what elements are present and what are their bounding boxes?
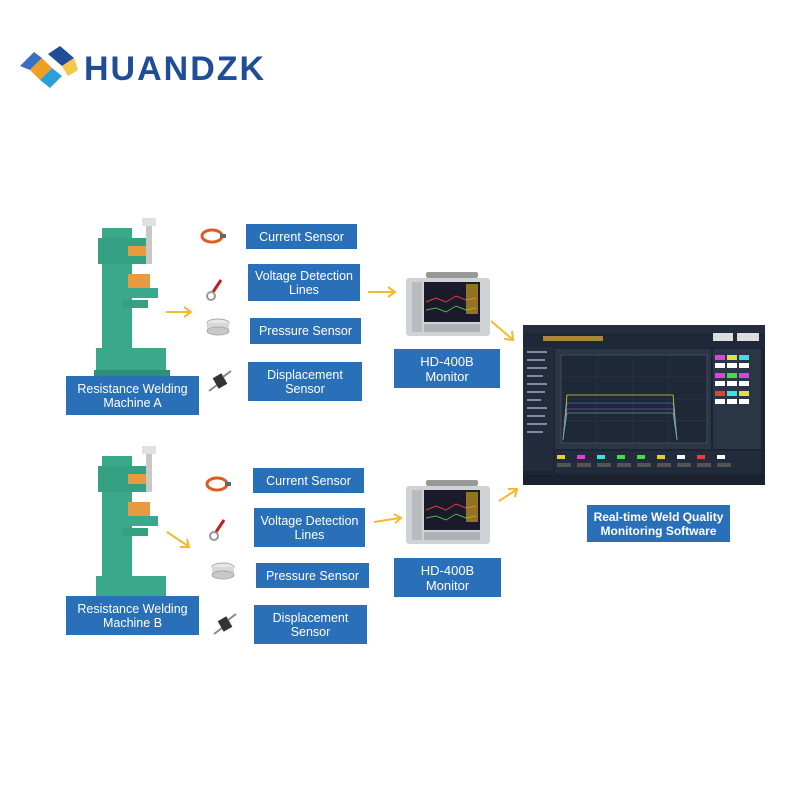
- machine-b-label: Resistance Welding Machine B: [66, 596, 199, 635]
- software-label: Real-time Weld Quality Monitoring Softwa…: [587, 505, 730, 542]
- current-sensor-a-label: Current Sensor: [246, 224, 357, 249]
- pressure-sensor-b-icon: [211, 562, 235, 580]
- current-sensor-b-icon: [205, 476, 231, 492]
- welding-machine-a-image: [94, 218, 170, 376]
- pressure-sensor-a-icon: [206, 318, 230, 336]
- displacement-sensor-a-icon: [208, 370, 232, 392]
- voltage-lines-b-icon: [209, 519, 226, 541]
- arrow-monitor-b-to-software: [498, 488, 519, 502]
- current-sensor-a-icon: [200, 228, 226, 244]
- voltage-lines-a-icon: [206, 279, 223, 301]
- arrow-machine-a-to-sensors: [166, 306, 193, 318]
- welding-machine-b-image: [94, 446, 170, 604]
- brand-name: HUANDZK: [84, 50, 267, 88]
- hd400b-monitor-b-image: [406, 480, 490, 544]
- arrow-sensors-a-to-monitor: [368, 286, 397, 298]
- monitor-b-label: HD-400B Monitor: [394, 558, 501, 597]
- pressure-sensor-b-label: Pressure Sensor: [256, 563, 369, 588]
- software-screenshot-image: [523, 325, 765, 485]
- arrow-monitor-a-to-software: [490, 320, 515, 342]
- machine-a-label: Resistance Welding Machine A: [66, 376, 199, 415]
- displacement-sensor-b-icon: [213, 613, 237, 635]
- brand-logo-icon: [20, 46, 78, 88]
- voltage-lines-b-label: Voltage Detection Lines: [254, 508, 365, 547]
- hd400b-monitor-a-image: [406, 272, 490, 336]
- arrow-machine-b-to-sensors: [166, 531, 191, 548]
- voltage-lines-a-label: Voltage Detection Lines: [248, 264, 360, 301]
- current-sensor-b-label: Current Sensor: [253, 468, 364, 493]
- pressure-sensor-a-label: Pressure Sensor: [250, 318, 361, 344]
- monitor-a-label: HD-400B Monitor: [394, 349, 500, 388]
- displacement-sensor-a-label: Displacement Sensor: [248, 362, 362, 401]
- arrow-sensors-b-to-monitor: [373, 513, 403, 524]
- displacement-sensor-b-label: Displacement Sensor: [254, 605, 367, 644]
